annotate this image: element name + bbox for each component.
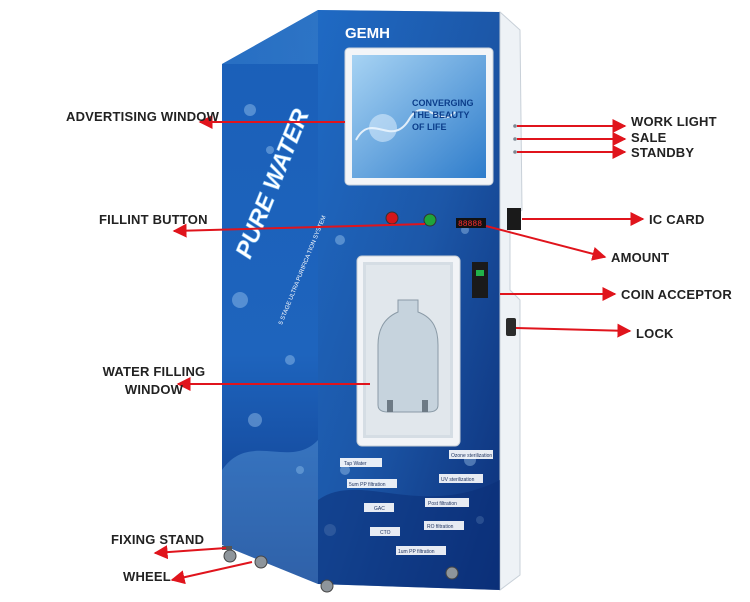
ic-card-reader[interactable] [507, 208, 521, 230]
machine-side-panel [222, 10, 318, 584]
amount-display-digits: 88888 [458, 220, 482, 229]
label-fillint-button: FILLINT BUTTON [99, 212, 208, 227]
label-wheel: WHEEL [123, 569, 171, 584]
step-label: Ozone sterilization [451, 453, 492, 459]
coin-acceptor[interactable] [472, 262, 488, 298]
step-label: Tap Water [344, 461, 367, 467]
process-flow: Tap Water 5um PP filtration GAC CTO 1um … [340, 450, 493, 555]
wheel-mid [254, 555, 268, 569]
green-fill-button[interactable] [423, 213, 437, 227]
arrow-amount [485, 225, 607, 261]
door-lock[interactable] [506, 318, 516, 336]
label-lock: LOCK [636, 326, 674, 341]
step-box [347, 479, 397, 488]
sale-indicator [513, 137, 517, 141]
screen-slogan-line-1: CONVERGING [412, 98, 474, 108]
wheel-right [445, 566, 459, 580]
callout-arrows [153, 115, 645, 585]
screen-slogan-line-2: THE BEAUTY [412, 110, 470, 120]
step-label: GAC [374, 506, 385, 512]
wheel-front [320, 579, 334, 593]
label-ic-card: IC CARD [649, 212, 705, 227]
advertising-screen [352, 55, 486, 178]
label-amount: AMOUNT [611, 250, 670, 265]
wheel-left [223, 549, 237, 563]
step-box [424, 521, 464, 530]
step-box [449, 450, 493, 459]
step-label: Post filtration [428, 501, 457, 507]
fixing-stand-foot [222, 546, 232, 550]
vending-machine: GEMH CONVERGING THE BEAUTY OF LIFE PURE … [222, 10, 523, 593]
step-label: 1um PP filtration [398, 549, 435, 555]
screen-slogan-line-3: OF LIFE [412, 122, 447, 132]
step-label: UV sterilization [441, 477, 475, 483]
label-water-filling-window: WATER FILLING WINDOW [98, 364, 210, 397]
step-label: 5um PP filtration [349, 482, 386, 488]
label-coin-acceptor: COIN ACCEPTOR [621, 287, 732, 302]
step-box [370, 527, 400, 536]
arrow-fillint-button [172, 223, 426, 238]
step-label: CTO [380, 530, 391, 536]
amount-display [456, 218, 486, 228]
arrow-wheel [170, 561, 253, 585]
label-advertising-window: ADVERTISING WINDOW [66, 109, 220, 124]
step-box [425, 498, 469, 507]
label-sale: SALE [631, 130, 667, 145]
work-light-indicator [513, 124, 517, 128]
label-fixing-stand: FIXING STAND [111, 532, 205, 547]
step-box [439, 474, 483, 483]
step-box [396, 546, 446, 555]
standby-indicator [513, 150, 517, 154]
step-box [364, 503, 394, 512]
arrow-lock [515, 323, 632, 338]
step-label: RO filtration [427, 524, 454, 530]
red-button[interactable] [385, 211, 399, 225]
machine-right-edge [499, 10, 523, 591]
brand-logo: GEMH [345, 25, 390, 42]
label-standby: STANDBY [631, 145, 695, 160]
step-box [340, 458, 382, 467]
label-water-filling-window-line-2: WINDOW [124, 382, 184, 397]
arrow-fixing-stand [153, 545, 227, 560]
label-water-filling-window-line-1: WATER FILLING [102, 364, 206, 379]
label-work-light: WORK LIGHT [631, 114, 717, 129]
